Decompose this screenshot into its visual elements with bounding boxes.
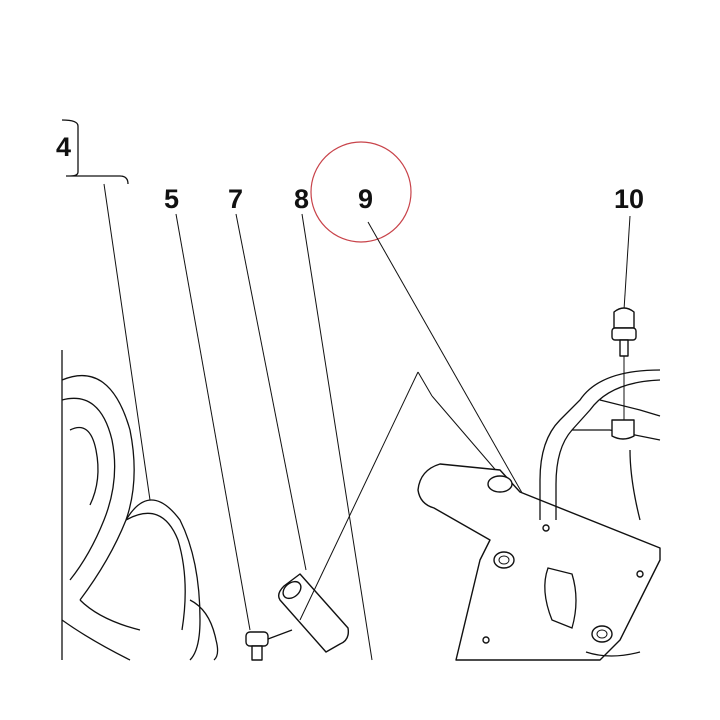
cover-housing xyxy=(539,369,661,521)
pin-part-7 xyxy=(277,573,350,653)
housing-part-4 xyxy=(61,350,219,661)
bracket-plate xyxy=(417,463,661,661)
construction-line xyxy=(417,371,433,397)
bolt-part-5 xyxy=(245,629,293,661)
leader-line-5 xyxy=(175,213,251,631)
callout-9: 9 xyxy=(358,184,373,214)
callout-5: 5 xyxy=(164,184,179,214)
leader-line-7 xyxy=(235,213,307,571)
group-4-bracket xyxy=(61,119,129,185)
highlight-circle xyxy=(310,141,412,243)
leader-line-10 xyxy=(623,215,631,311)
callout-7: 7 xyxy=(228,184,243,214)
leader-line-8 xyxy=(301,213,373,661)
screw-part-10 xyxy=(611,307,637,420)
callout-4: 4 xyxy=(56,132,71,162)
callout-10: 10 xyxy=(614,184,644,214)
leader-line-4 xyxy=(103,183,151,501)
callout-8: 8 xyxy=(294,184,309,214)
construction-line xyxy=(299,371,419,621)
